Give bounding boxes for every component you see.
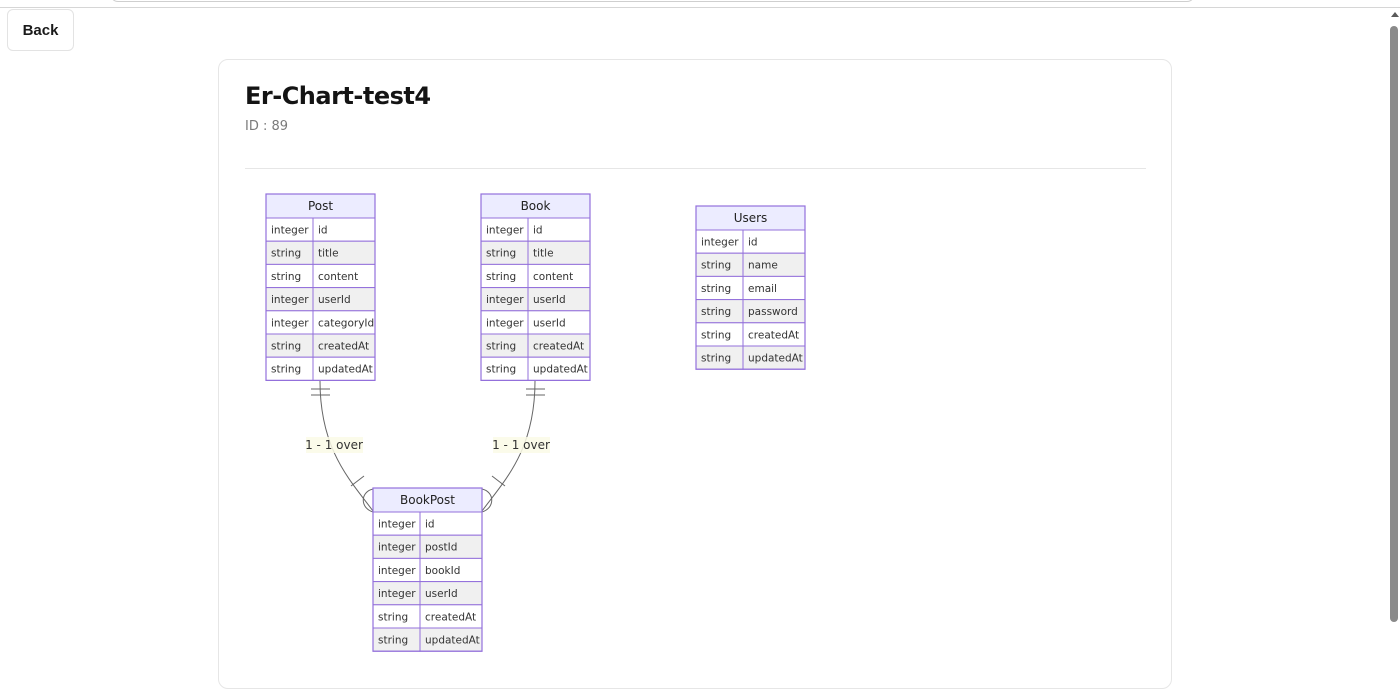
attribute-name: id [425,519,435,531]
attribute-name: content [533,271,573,283]
entity-name: BookPost [400,493,455,507]
attribute-type: string [486,341,516,353]
attribute-name: id [318,225,328,237]
attribute-type: string [271,248,301,260]
chart-id-label: ID : 89 [245,119,289,134]
attribute-type: integer [271,317,309,329]
relationship-line-book-bookpost [481,380,536,512]
attribute-name: userId [533,317,566,329]
attribute-name: name [748,260,778,272]
attribute-type: integer [378,588,416,600]
attribute-name: userId [533,294,566,306]
attribute-name: bookId [425,565,460,577]
attribute-name: createdAt [748,329,799,341]
crow-marker-left-1 [350,475,365,487]
entity-book: Book integer id string title string content int… [480,193,591,381]
attribute-type: string [701,306,731,318]
attribute-name: createdAt [533,341,584,353]
attribute-type: string [701,353,731,365]
attribute-name: updatedAt [748,353,803,365]
crow-marker-left-2 [362,488,374,513]
attribute-name: createdAt [318,341,369,353]
attribute-name: email [748,283,777,295]
attribute-type: integer [378,542,416,554]
attribute-name: id [533,225,543,237]
attribute-name: categoryId [318,317,374,329]
relationship-label: 1 - 1 over [305,438,363,452]
back-button[interactable]: Back [7,9,74,51]
attribute-type: string [271,271,301,283]
entity-post: Post integer id string title string content int… [265,193,376,381]
scrollbar-thumb[interactable] [1390,26,1398,622]
entity-border [480,193,591,381]
page-title: Er-Chart-test4 [245,82,431,110]
attribute-type: integer [271,294,309,306]
attribute-name: content [318,271,358,283]
attribute-type: integer [486,225,524,237]
crow-marker-right-1 [491,475,506,487]
entity-name: Book [521,199,551,213]
attribute-name: createdAt [425,611,476,623]
attribute-name: id [748,237,758,249]
crow-marker-right-2 [481,488,493,513]
entity-name: Post [308,199,333,213]
entity-bookpost: BookPost integer id integer postId integer boo… [372,487,483,652]
divider [245,168,1146,169]
attribute-type: string [486,364,516,376]
attribute-type: string [271,364,301,376]
attribute-type: integer [271,225,309,237]
relationship-label: 1 - 1 over [492,438,550,452]
attribute-type: integer [378,519,416,531]
relationship-line-post-bookpost [319,380,374,512]
attribute-name: userId [425,588,458,600]
attribute-type: integer [701,237,739,249]
attribute-type: string [701,283,731,295]
vertical-scrollbar[interactable] [1389,8,1400,669]
entity-name: Users [734,211,768,225]
entity-border [695,205,806,370]
attribute-name: updatedAt [318,364,373,376]
attribute-type: string [701,329,731,341]
attribute-type: string [378,635,408,647]
relationship-layer: 1 - 1 over 1 - 1 over [305,380,550,513]
entity-border [265,193,376,381]
scroll-up-icon[interactable] [1391,12,1399,17]
entity-users: Users integer id string name string email strin… [695,205,806,370]
browser-top-edge [0,0,1400,8]
entity-layer: Post integer id string title string content int… [265,193,806,652]
attribute-name: updatedAt [533,364,588,376]
attribute-type: string [701,260,731,272]
relationship-label-bg-1 [306,437,363,453]
attribute-type: string [378,611,408,623]
attribute-type: string [271,341,301,353]
attribute-type: string [486,248,516,260]
attribute-type: integer [486,294,524,306]
attribute-name: title [533,248,554,260]
relationship-label-bg-2 [493,437,550,453]
entity-border [372,487,483,652]
attribute-name: postId [425,542,457,554]
attribute-type: integer [378,565,416,577]
er-diagram: 1 - 1 over 1 - 1 over Post integer id strin… [265,193,806,652]
attribute-name: updatedAt [425,635,480,647]
entity-header [480,193,591,219]
attribute-name: userId [318,294,351,306]
attribute-type: integer [486,317,524,329]
attribute-type: string [486,271,516,283]
attribute-name: title [318,248,339,260]
attribute-name: password [748,306,798,318]
